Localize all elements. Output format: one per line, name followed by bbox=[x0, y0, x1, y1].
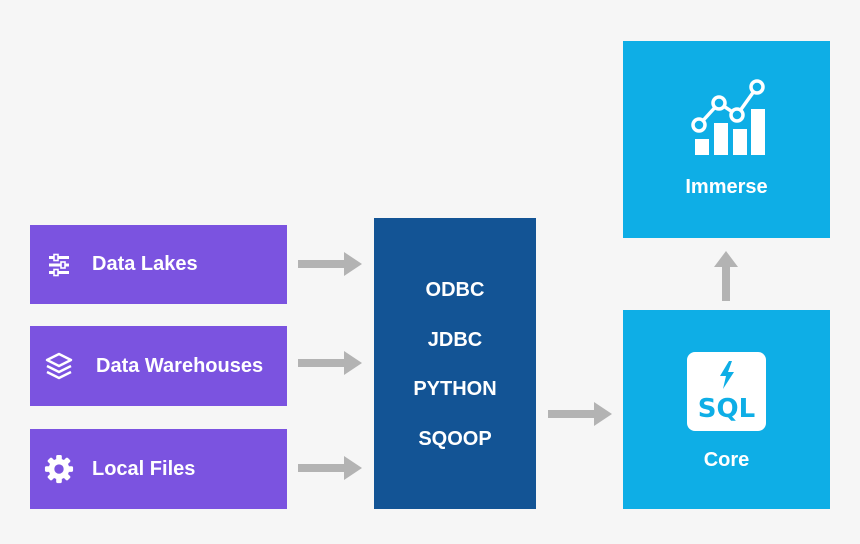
connector-python: PYTHON bbox=[413, 378, 497, 400]
core-label: Core bbox=[703, 449, 750, 471]
immerse-label: Immerse bbox=[685, 176, 768, 198]
arrow-right bbox=[298, 252, 362, 276]
source-data-lakes: Data Lakes bbox=[30, 225, 287, 304]
source-label: Local Files bbox=[92, 457, 196, 480]
connectors-box: ODBC JDBC PYTHON SQOOP bbox=[374, 218, 536, 509]
immerse-box: Immerse bbox=[623, 41, 830, 238]
connector-odbc: ODBC bbox=[425, 279, 485, 301]
core-box: SQL Core bbox=[623, 310, 830, 509]
source-label: Data Lakes bbox=[92, 253, 198, 275]
sliders-icon bbox=[44, 250, 74, 280]
source-data-warehouses: Data Warehouses bbox=[30, 326, 287, 406]
arrow-up bbox=[714, 251, 738, 301]
source-label: Data Warehouses bbox=[96, 354, 264, 377]
layers-icon bbox=[44, 351, 74, 381]
connector-jdbc: JDBC bbox=[427, 328, 483, 351]
bar-line-chart-icon bbox=[687, 77, 767, 166]
sql-card: SQL bbox=[687, 352, 766, 431]
arrow-right bbox=[298, 351, 362, 375]
lightning-icon bbox=[718, 361, 736, 394]
connector-sqoop: SQOOP bbox=[418, 427, 492, 450]
sql-label: SQL bbox=[697, 394, 756, 424]
arrow-right bbox=[298, 456, 362, 480]
gear-icon bbox=[44, 454, 74, 484]
source-local-files: Local Files bbox=[30, 429, 287, 509]
arrow-right bbox=[548, 402, 612, 426]
